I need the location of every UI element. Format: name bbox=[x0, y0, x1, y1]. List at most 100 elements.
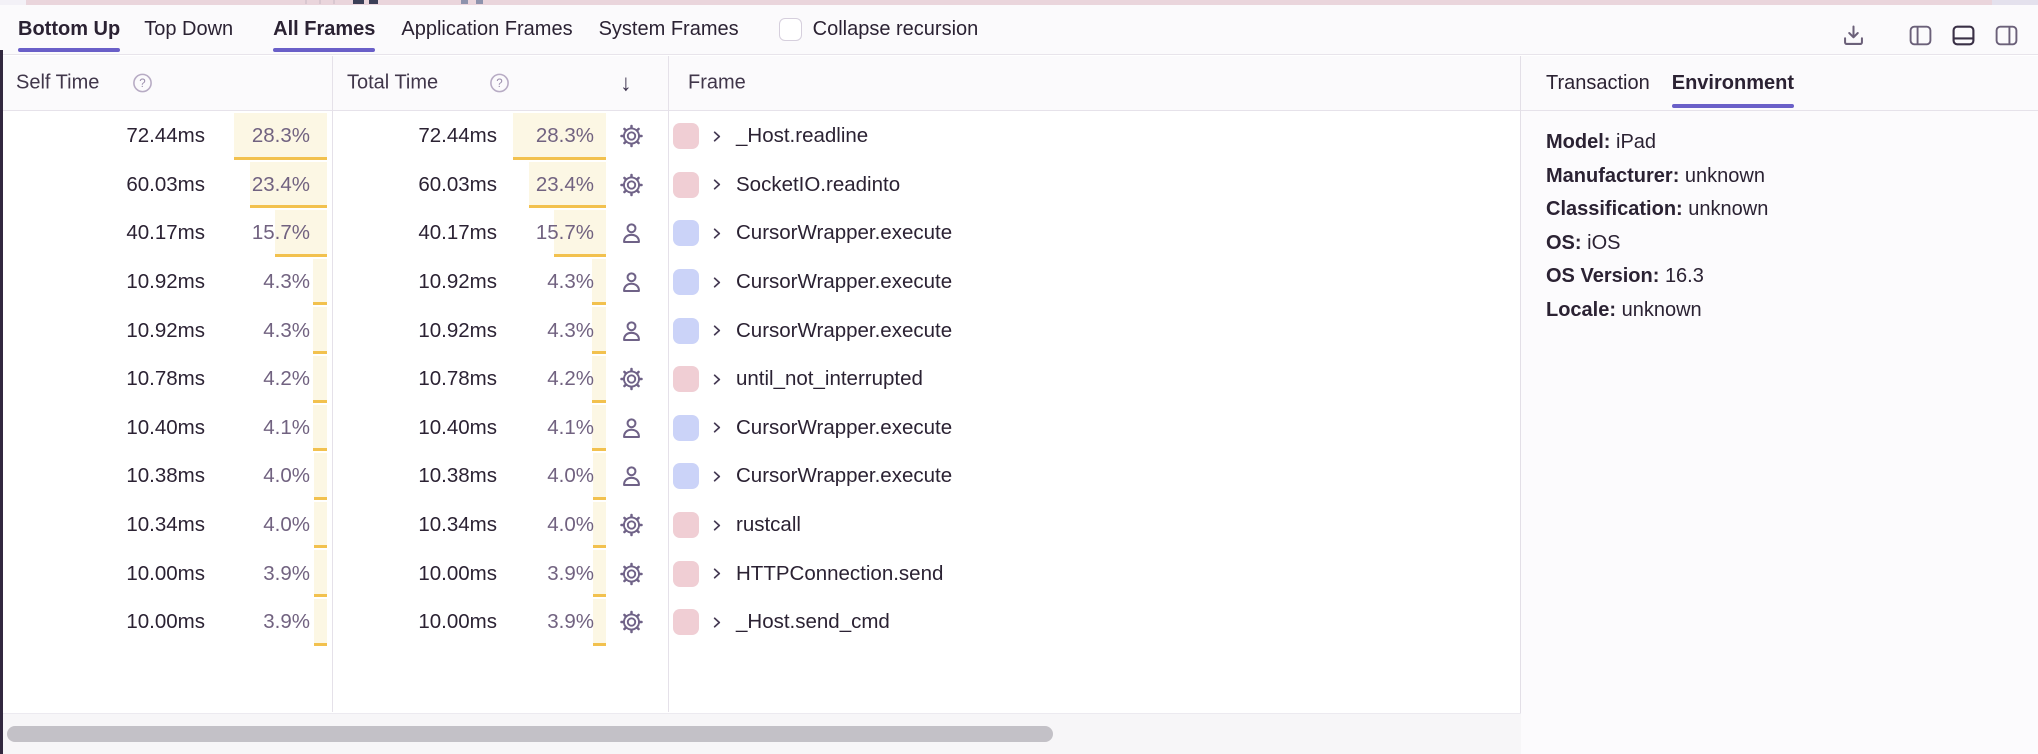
chevron-right-icon[interactable] bbox=[709, 469, 724, 484]
svg-text:?: ? bbox=[496, 78, 502, 90]
self-time-bar bbox=[313, 501, 327, 549]
gear-icon bbox=[618, 560, 645, 587]
chevron-right-icon[interactable] bbox=[709, 129, 724, 144]
tab-all-frames[interactable]: All Frames bbox=[273, 5, 376, 54]
self-time-bar bbox=[313, 404, 327, 452]
self-time-value: 72.44ms bbox=[126, 124, 205, 148]
tab-top-down[interactable]: Top Down bbox=[144, 18, 234, 40]
chevron-right-icon[interactable] bbox=[709, 372, 724, 387]
chevron-right-icon[interactable] bbox=[709, 226, 724, 241]
total-time-cell: 10.78ms 4.2% bbox=[332, 355, 668, 404]
tab-application-frames[interactable]: Application Frames bbox=[401, 18, 573, 40]
environment-field: Locale: unknown bbox=[1546, 294, 2018, 328]
total-time-cell: 10.40ms 4.1% bbox=[332, 404, 668, 453]
self-time-help-icon[interactable]: ? bbox=[132, 73, 153, 94]
total-time-cell: 10.34ms 4.0% bbox=[332, 501, 668, 550]
table-row[interactable]: 10.34ms 4.0% 10.34ms 4.0% rustcall bbox=[0, 501, 1521, 550]
environment-field: OS Version: 16.3 bbox=[1546, 260, 2018, 294]
frame-cell: _Host.send_cmd bbox=[668, 598, 1521, 647]
tab-system-frames[interactable]: System Frames bbox=[598, 18, 739, 40]
frame-color-chip bbox=[673, 220, 699, 247]
total-time-bar bbox=[592, 453, 606, 500]
panel-tab-transaction[interactable]: Transaction bbox=[1546, 71, 1650, 94]
self-time-cell: 10.34ms 4.0% bbox=[0, 501, 332, 550]
environment-details: Model: iPad Manufacturer: unknown Classi… bbox=[1521, 111, 2038, 327]
panel-left-icon[interactable] bbox=[1907, 22, 1934, 49]
table-row[interactable]: 10.00ms 3.9% 10.00ms 3.9% _Host.send_cmd bbox=[0, 598, 1521, 647]
total-time-percent: 4.2% bbox=[547, 367, 594, 391]
chevron-right-icon[interactable] bbox=[709, 323, 724, 338]
panel-bottom-icon[interactable] bbox=[1950, 22, 1977, 49]
total-time-bar bbox=[528, 161, 606, 209]
total-time-value: 10.92ms bbox=[418, 270, 497, 294]
download-icon[interactable] bbox=[1840, 22, 1867, 49]
table-row[interactable]: 10.38ms 4.0% 10.38ms 4.0% CursorWrapper.… bbox=[0, 452, 1521, 501]
self-time-bar bbox=[275, 210, 327, 257]
total-time-value: 10.00ms bbox=[418, 561, 497, 585]
self-time-cell: 40.17ms 15.7% bbox=[0, 209, 332, 258]
chevron-right-icon[interactable] bbox=[709, 615, 724, 630]
total-time-percent: 4.1% bbox=[547, 415, 594, 439]
frame-name: CursorWrapper.execute bbox=[736, 464, 953, 488]
environment-field-value: iPad bbox=[1616, 131, 1657, 153]
tab-bottom-up[interactable]: Bottom Up bbox=[18, 5, 121, 54]
table-row[interactable]: 10.40ms 4.1% 10.40ms 4.1% CursorWrapper.… bbox=[0, 404, 1521, 453]
self-time-value: 10.40ms bbox=[126, 415, 205, 439]
total-time-bar bbox=[593, 550, 606, 597]
self-time-cell: 10.78ms 4.2% bbox=[0, 355, 332, 404]
minimap-strip[interactable] bbox=[0, 0, 2038, 5]
environment-field-label: Manufacturer: bbox=[1546, 164, 1680, 187]
total-time-cell: 72.44ms 28.3% bbox=[332, 112, 668, 161]
horizontal-scrollbar-thumb[interactable] bbox=[7, 726, 1053, 742]
collapse-recursion-control: Collapse recursion bbox=[778, 5, 978, 54]
table-row[interactable]: 72.44ms 28.3% 72.44ms 28.3% _Host.readli… bbox=[0, 112, 1521, 161]
frame-column-header[interactable]: Frame bbox=[688, 71, 746, 94]
total-time-value: 10.38ms bbox=[418, 464, 497, 488]
gear-icon bbox=[618, 171, 645, 198]
frame-name: CursorWrapper.execute bbox=[736, 318, 953, 342]
table-row[interactable]: 10.00ms 3.9% 10.00ms 3.9% HTTPConnection… bbox=[0, 549, 1521, 598]
chevron-right-icon[interactable] bbox=[709, 275, 724, 290]
frame-color-chip bbox=[673, 366, 699, 393]
horizontal-scrollbar-track[interactable] bbox=[0, 713, 1521, 754]
total-time-help-icon[interactable]: ? bbox=[489, 73, 510, 94]
chevron-right-icon[interactable] bbox=[709, 177, 724, 192]
table-row[interactable]: 60.03ms 23.4% 60.03ms 23.4% SocketIO.rea… bbox=[0, 161, 1521, 210]
table-row[interactable]: 10.92ms 4.3% 10.92ms 4.3% CursorWrapper.… bbox=[0, 258, 1521, 307]
sort-direction-arrow-icon[interactable]: ↓ bbox=[620, 69, 632, 96]
self-time-value: 10.00ms bbox=[126, 561, 205, 585]
chevron-right-icon[interactable] bbox=[709, 420, 724, 435]
frame-cell: CursorWrapper.execute bbox=[668, 452, 1521, 501]
total-time-value: 10.40ms bbox=[418, 415, 497, 439]
environment-field-label: OS: bbox=[1546, 231, 1582, 254]
panel-right-icon[interactable] bbox=[1993, 22, 2020, 49]
chevron-right-icon[interactable] bbox=[709, 518, 724, 533]
total-time-value: 60.03ms bbox=[418, 172, 497, 196]
self-time-bar bbox=[312, 307, 327, 354]
total-time-column-header[interactable]: Total Time bbox=[347, 71, 439, 94]
environment-field-value: unknown bbox=[1621, 298, 1702, 321]
panel-divider[interactable] bbox=[1520, 56, 1521, 754]
frame-cell: HTTPConnection.send bbox=[668, 549, 1521, 598]
table-row[interactable]: 10.92ms 4.3% 10.92ms 4.3% CursorWrapper.… bbox=[0, 306, 1521, 355]
profiler-toolbar: Bottom Up Top Down All Frames Application … bbox=[0, 5, 2038, 55]
self-time-percent: 4.0% bbox=[263, 513, 310, 537]
total-time-cell: 10.00ms 3.9% bbox=[332, 598, 668, 647]
self-time-value: 60.03ms bbox=[126, 172, 205, 196]
environment-field-value: iOS bbox=[1587, 231, 1621, 254]
self-time-cell: 60.03ms 23.4% bbox=[0, 161, 332, 210]
total-time-percent: 4.0% bbox=[547, 464, 594, 488]
table-row[interactable]: 40.17ms 15.7% 40.17ms 15.7% CursorWrappe… bbox=[0, 209, 1521, 258]
frame-color-chip bbox=[673, 123, 699, 150]
self-time-column-header[interactable]: Self Time bbox=[16, 71, 100, 94]
table-row[interactable]: 10.78ms 4.2% 10.78ms 4.2% until_not_inte… bbox=[0, 355, 1521, 404]
chevron-right-icon[interactable] bbox=[709, 566, 724, 581]
panel-tab-environment[interactable]: Environment bbox=[1671, 56, 1795, 110]
self-time-percent: 4.3% bbox=[263, 270, 310, 294]
total-time-bar bbox=[592, 404, 606, 452]
collapse-recursion-checkbox[interactable] bbox=[778, 18, 802, 41]
total-time-bar bbox=[591, 258, 606, 306]
self-time-percent: 15.7% bbox=[251, 221, 310, 245]
total-time-cell: 10.00ms 3.9% bbox=[332, 549, 668, 598]
window-left-edge bbox=[0, 50, 3, 754]
